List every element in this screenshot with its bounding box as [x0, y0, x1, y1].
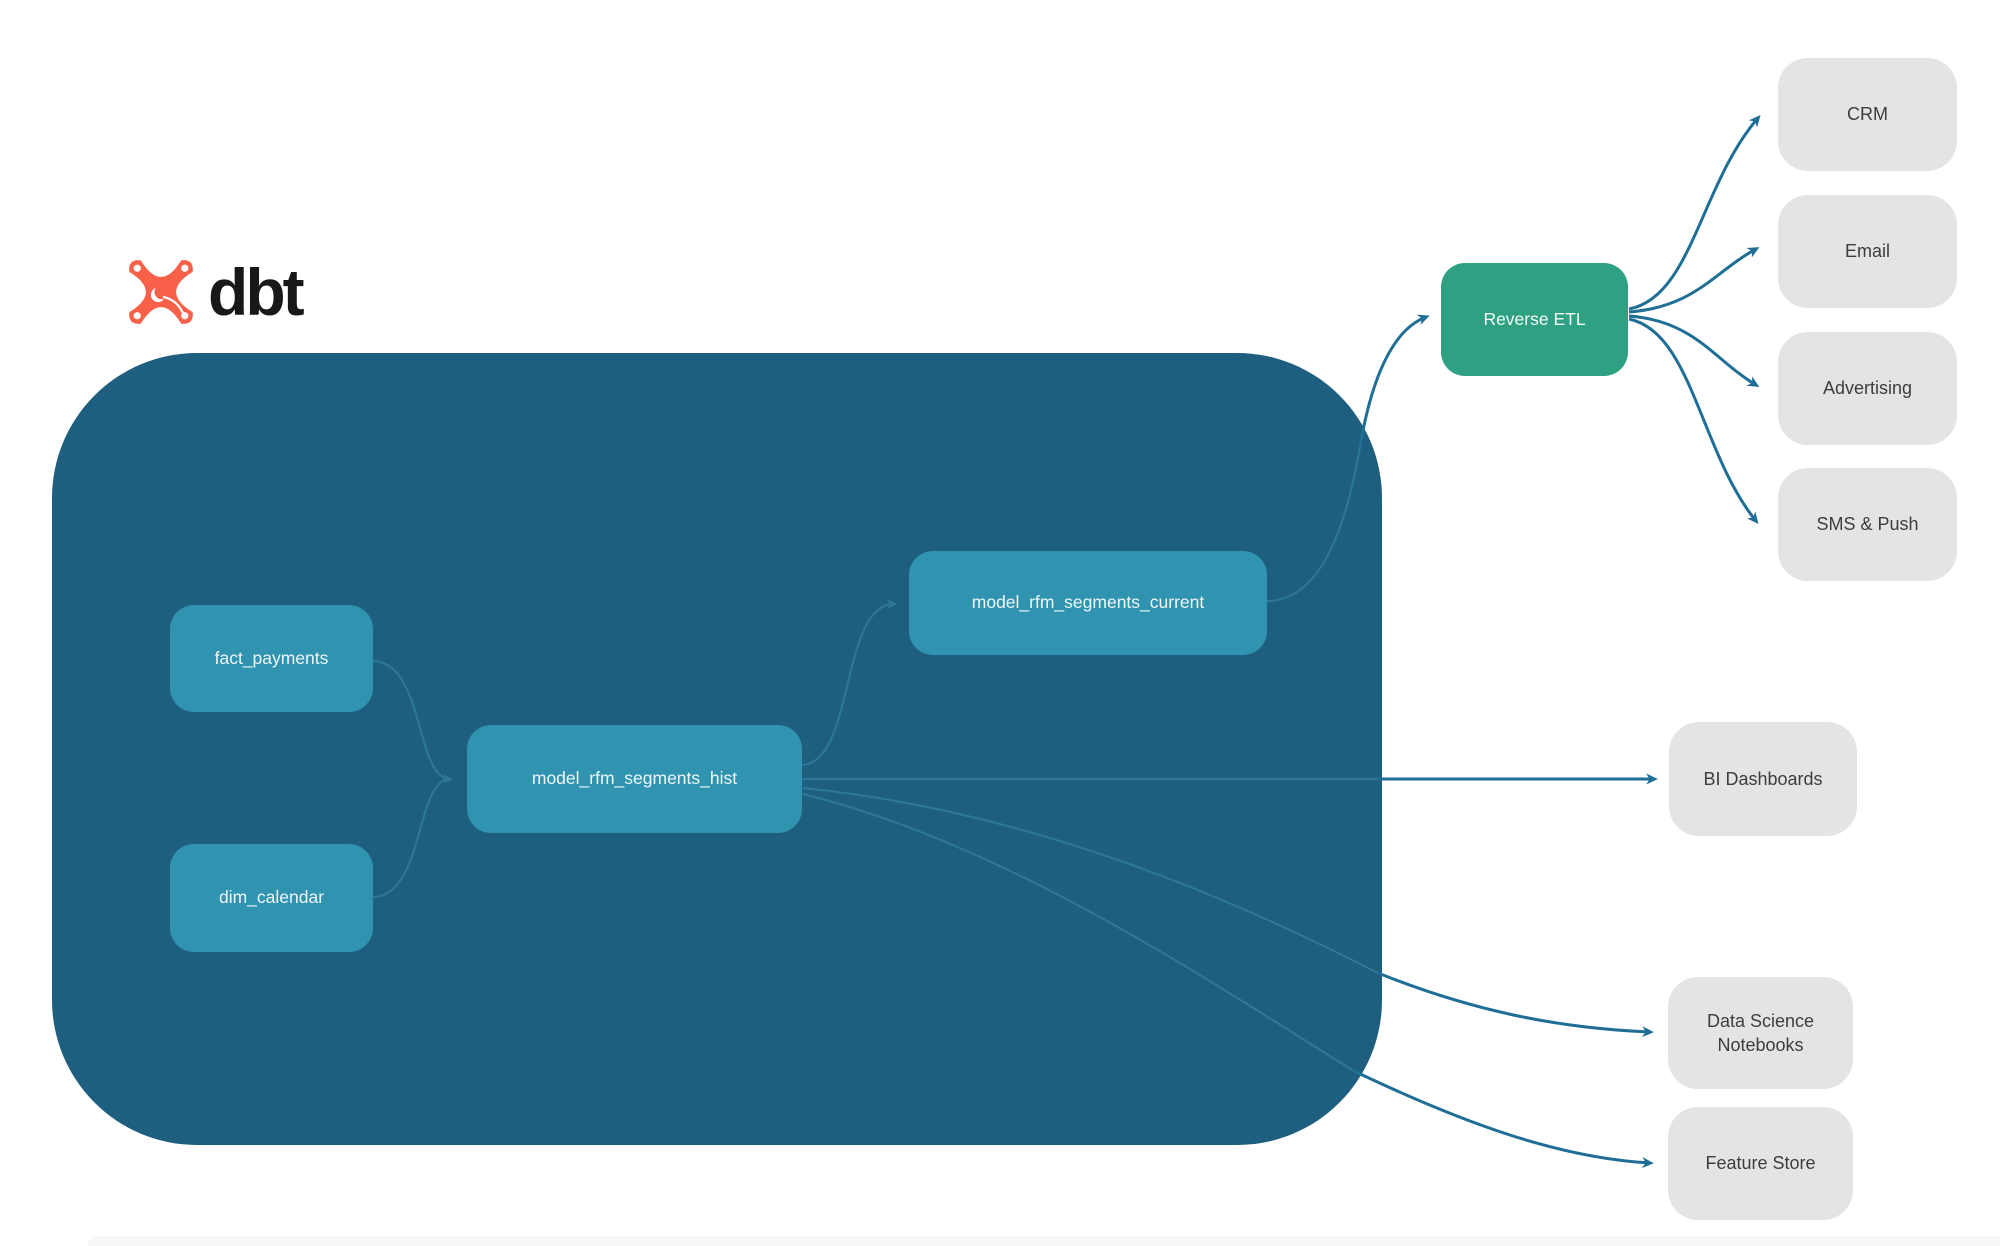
node-fact-payments: fact_payments [170, 605, 373, 712]
node-feature-store: Feature Store [1668, 1107, 1853, 1220]
node-data-science-notebooks: Data Science Notebooks [1668, 977, 1853, 1089]
node-model-rfm-segments-current: model_rfm_segments_current [909, 551, 1267, 655]
edge-retl-to-advertising [1628, 314, 1760, 387]
edge-retl-to-email [1628, 247, 1760, 314]
node-email: Email [1778, 195, 1957, 308]
bottom-panel-edge [88, 1236, 2000, 1246]
edge-retl-to-crm [1628, 115, 1761, 311]
node-model-rfm-segments-hist: model_rfm_segments_hist [467, 725, 802, 833]
edge-hist-to-ds [1377, 971, 1654, 1038]
node-crm: CRM [1778, 58, 1957, 171]
dbt-logo-icon [129, 260, 193, 324]
edge-retl-to-sms [1628, 317, 1759, 525]
edge-hist-to-fs [1353, 1069, 1654, 1169]
dbt-logo-text: dbt [208, 255, 305, 329]
node-advertising: Advertising [1778, 332, 1957, 445]
node-sms-push: SMS & Push [1778, 468, 1957, 581]
dbt-logo: dbt [124, 255, 305, 329]
edge-current-to-retl [1358, 314, 1430, 448]
node-dim-calendar: dim_calendar [170, 844, 373, 952]
node-bi-dashboards: BI Dashboards [1669, 722, 1857, 836]
node-reverse-etl: Reverse ETL [1441, 263, 1628, 376]
